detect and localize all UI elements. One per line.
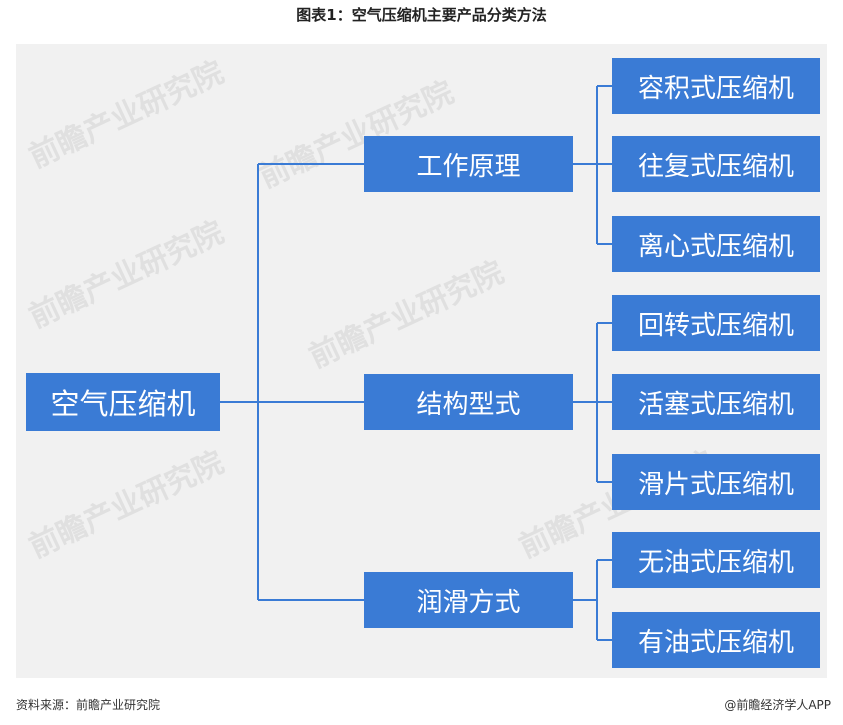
leaf-node: 容积式压缩机: [612, 58, 820, 114]
leaf-node: 离心式压缩机: [612, 216, 820, 272]
leaf-node: 滑片式压缩机: [612, 454, 820, 510]
chart-title: 图表1：空气压缩机主要产品分类方法: [296, 6, 547, 24]
category-node: 工作原理: [364, 136, 573, 192]
category-node: 结构型式: [364, 374, 573, 430]
root-node: 空气压缩机: [26, 373, 220, 431]
leaf-node: 往复式压缩机: [612, 136, 820, 192]
source-note: 资料来源：前瞻产业研究院: [16, 698, 161, 712]
leaf-node: 无油式压缩机: [612, 532, 820, 588]
leaf-node: 回转式压缩机: [612, 295, 820, 351]
credit-note: @前瞻经济学人APP: [724, 698, 831, 712]
category-node: 润滑方式: [364, 572, 573, 628]
leaf-node: 活塞式压缩机: [612, 374, 820, 430]
leaf-node: 有油式压缩机: [612, 612, 820, 668]
